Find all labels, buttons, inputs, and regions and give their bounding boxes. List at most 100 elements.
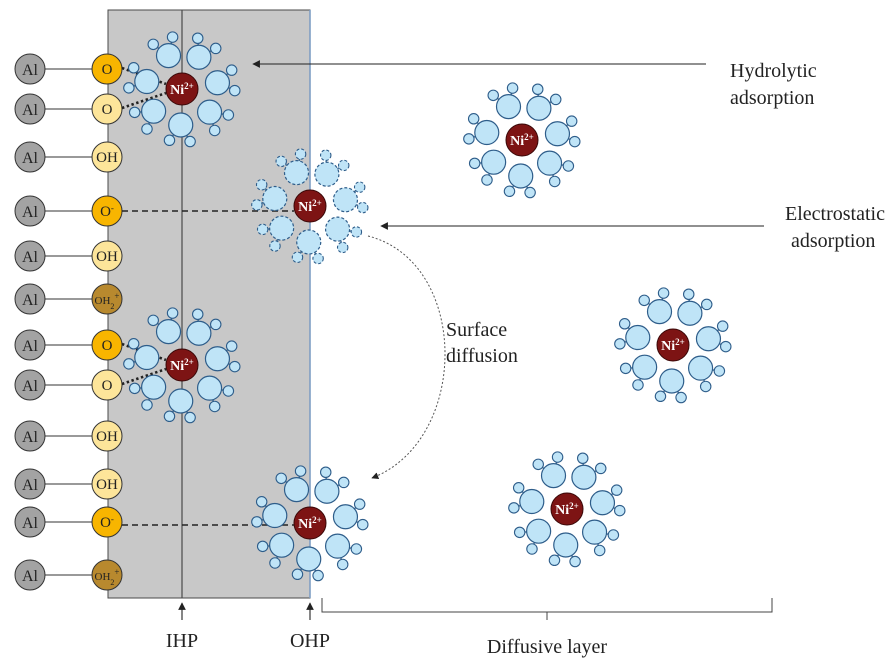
aluminum-label: Al bbox=[22, 429, 39, 446]
hydrogen-atom bbox=[166, 31, 179, 43]
hydrogen-atom bbox=[269, 557, 281, 569]
water-oxygen bbox=[495, 94, 522, 120]
hydrogen-atom bbox=[576, 452, 589, 464]
water-oxygen bbox=[204, 346, 231, 372]
hydrogen-atom bbox=[720, 340, 732, 353]
water-oxygen bbox=[186, 44, 212, 70]
hydrogen-atom bbox=[657, 287, 670, 299]
ni-ion-electrostatic: Ni2+ bbox=[251, 148, 369, 265]
surface-group-oh bbox=[91, 240, 123, 272]
aluminum-label: Al bbox=[22, 378, 39, 395]
surface-group-oh bbox=[91, 141, 123, 173]
surface-diffusion-arrow bbox=[367, 235, 446, 479]
ni-ion-hydrolytic-top: Ni2+ bbox=[123, 31, 241, 148]
aluminum-atom bbox=[14, 240, 46, 272]
hydrogen-atom bbox=[123, 82, 135, 94]
hydrogen-atom bbox=[353, 181, 366, 193]
water-oxygen bbox=[155, 319, 182, 345]
water-oxygen bbox=[540, 463, 567, 489]
water-oxygen bbox=[196, 375, 223, 401]
surface-group-oh2 bbox=[91, 283, 123, 315]
hydrogen-atom bbox=[503, 185, 516, 198]
hydrogen-atom bbox=[551, 451, 564, 463]
aluminum-label: Al bbox=[22, 515, 39, 532]
water-oxygen bbox=[625, 324, 651, 351]
nickel-atom bbox=[656, 328, 690, 362]
water-oxygen bbox=[141, 374, 167, 400]
hydrogen-atom bbox=[275, 472, 287, 485]
hydrogen-atom bbox=[654, 390, 667, 403]
water-oxygen bbox=[571, 464, 597, 490]
hydrogen-atom bbox=[269, 240, 281, 252]
hydrogen-atom bbox=[222, 109, 235, 121]
aluminum-label: Al bbox=[22, 249, 39, 266]
water-oxygen bbox=[553, 532, 579, 558]
hydrogen-atom bbox=[548, 175, 561, 188]
nickel-atom bbox=[293, 189, 327, 223]
hydrolytic-label-line2: adsorption bbox=[730, 87, 814, 109]
hydrogen-atom bbox=[229, 360, 241, 373]
hydrogen-atom bbox=[548, 554, 561, 567]
hydrogen-atom bbox=[291, 568, 304, 581]
water-oxygen bbox=[536, 150, 563, 176]
diffusive-layer-bracket bbox=[321, 598, 773, 620]
ni-ion-hydrolytic-middle: Ni2+ bbox=[123, 307, 241, 424]
aluminum-label: Al bbox=[22, 292, 39, 309]
surface-group-label: O bbox=[102, 338, 113, 354]
ni-ion-solution-3: Ni2+ bbox=[508, 451, 626, 568]
hydrogen-atom bbox=[487, 89, 499, 102]
hydrogen-atom bbox=[255, 496, 268, 508]
aluminum-atom bbox=[14, 369, 46, 401]
water-oxygen bbox=[695, 326, 722, 352]
surface-diffusion-label-line2: diffusion bbox=[446, 345, 518, 367]
hydrogen-atom bbox=[209, 318, 222, 331]
water-oxygen bbox=[474, 119, 500, 146]
hydrogen-atom bbox=[562, 160, 575, 172]
water-oxygen bbox=[544, 121, 571, 147]
hydrogen-atom bbox=[256, 223, 269, 236]
water-oxygen bbox=[296, 229, 322, 255]
hydrogen-atom bbox=[508, 502, 520, 514]
ihp-label: IHP bbox=[166, 630, 198, 652]
water-oxygen bbox=[659, 368, 685, 394]
water-oxygen bbox=[141, 98, 167, 124]
hydrogen-atom bbox=[336, 558, 349, 571]
hydrogen-atom bbox=[147, 38, 159, 51]
water-oxygen bbox=[526, 95, 552, 121]
adsorption-bonds bbox=[121, 66, 294, 526]
electrostatic-label-line2: adsorption bbox=[791, 230, 875, 252]
hydrogen-atom bbox=[531, 83, 544, 95]
hydrogen-atom bbox=[251, 516, 263, 528]
hydrogen-atom bbox=[225, 340, 238, 352]
surface-group-label: O- bbox=[100, 203, 114, 220]
hydrogen-atom bbox=[594, 462, 607, 475]
hydrogen-atom bbox=[716, 320, 729, 332]
hydrogen-atom bbox=[208, 124, 221, 137]
hydrogen-atom bbox=[513, 526, 526, 539]
nickel-atom bbox=[165, 72, 199, 106]
surface-group-label: O bbox=[102, 102, 113, 118]
hydrogen-atom bbox=[123, 358, 135, 370]
water-oxygen bbox=[283, 160, 310, 186]
water-oxygen bbox=[646, 299, 673, 325]
hydrogen-atom bbox=[607, 529, 620, 541]
surface-group-oh2 bbox=[91, 559, 123, 591]
surface-group-label: OH bbox=[96, 249, 118, 265]
hydrogen-atom bbox=[675, 391, 687, 404]
water-oxygen bbox=[632, 354, 658, 380]
ni-ion-solution-2: Ni2+ bbox=[614, 287, 732, 404]
water-oxygen bbox=[283, 477, 310, 503]
water-oxygen bbox=[262, 502, 288, 529]
ni-ion-solution-1: Ni2+ bbox=[463, 82, 581, 199]
hydrogen-atom bbox=[713, 365, 726, 377]
hydrogen-atom bbox=[291, 251, 304, 264]
hydrogen-atom bbox=[128, 382, 141, 395]
aluminum-atom bbox=[14, 506, 46, 538]
hydrogen-atom bbox=[593, 544, 606, 557]
water-oxygen bbox=[526, 518, 552, 544]
surface-group-oh bbox=[91, 468, 123, 500]
aluminum-atom bbox=[14, 93, 46, 125]
aluminum-label: Al bbox=[22, 102, 39, 119]
surface-group-label: O- bbox=[100, 514, 114, 531]
water-oxygen bbox=[134, 68, 160, 95]
